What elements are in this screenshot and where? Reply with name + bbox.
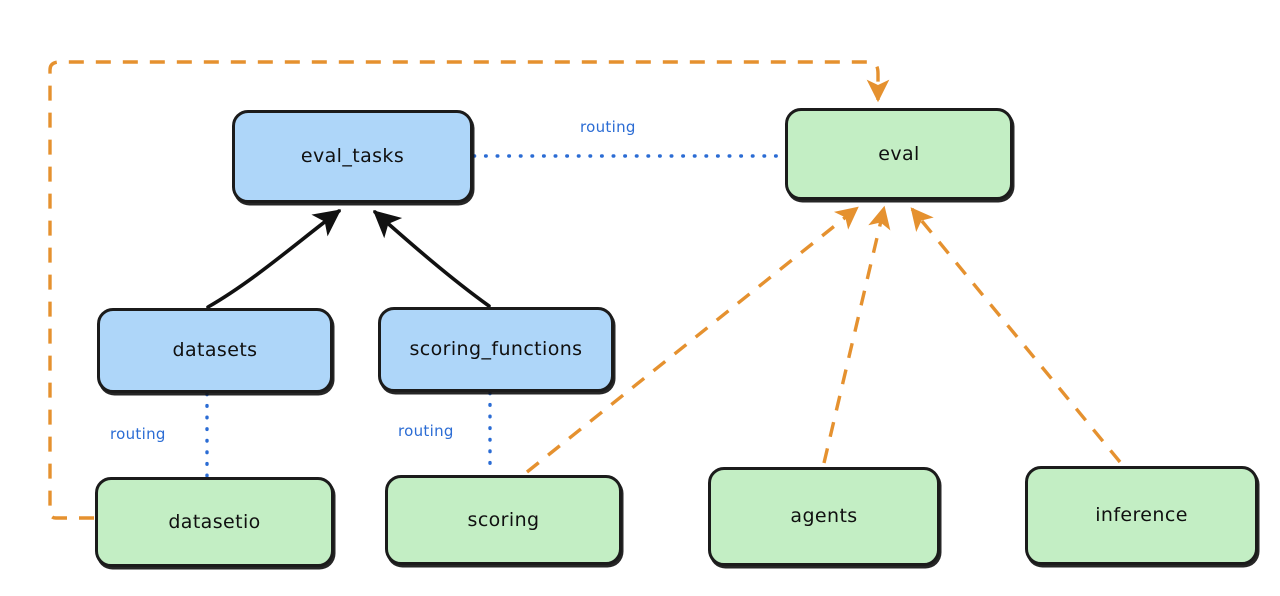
edge-label-routing-scoring: routing [398, 422, 454, 440]
node-datasets[interactable]: datasets [97, 308, 333, 393]
node-label: agents [790, 505, 858, 528]
edge-inference-to-eval [910, 207, 1122, 464]
node-datasetio[interactable]: datasetio [95, 477, 334, 567]
edge-datasets-to-eval-tasks [206, 209, 342, 309]
node-label: datasets [172, 339, 258, 362]
node-label: eval_tasks [300, 145, 405, 168]
node-scoring[interactable]: scoring [385, 475, 622, 565]
edge-agents-to-eval [822, 205, 891, 464]
node-label: scoring [467, 508, 540, 531]
node-inference[interactable]: inference [1025, 466, 1258, 565]
edge-label-routing-eval: routing [580, 118, 636, 136]
edge-label-routing-datasetio: routing [110, 425, 166, 443]
node-label: scoring_functions [409, 338, 583, 361]
node-agents[interactable]: agents [708, 467, 940, 566]
node-label: datasetio [168, 510, 261, 533]
node-label: eval [878, 142, 920, 165]
edge-scoring-functions-to-eval-tasks [372, 210, 491, 308]
node-scoring-functions[interactable]: scoring_functions [378, 307, 614, 392]
node-label: inference [1095, 504, 1188, 527]
node-eval-tasks[interactable]: eval_tasks [232, 110, 473, 203]
node-eval[interactable]: eval [785, 108, 1013, 200]
